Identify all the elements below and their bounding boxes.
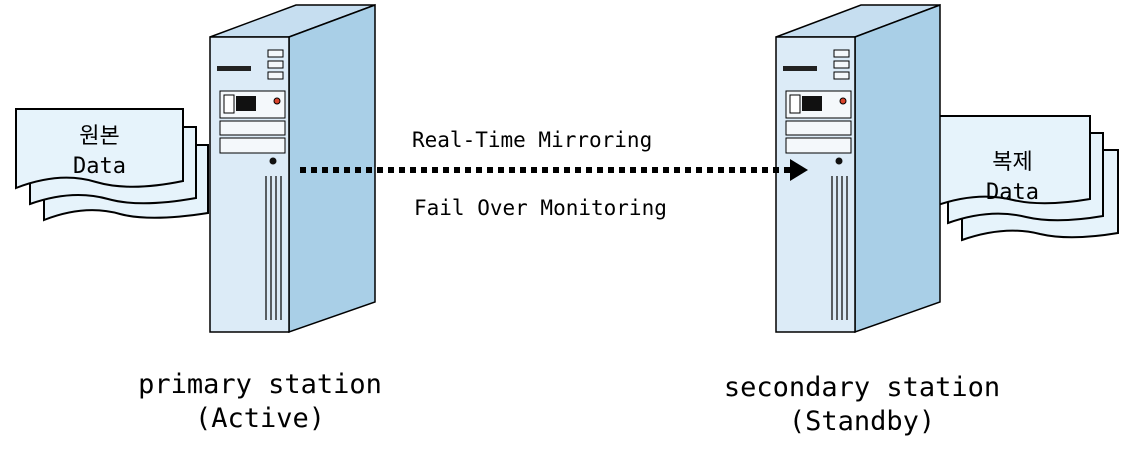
secondary-bay-panel-1 (785, 120, 852, 136)
primary-data-label-line1: 원본 (79, 124, 120, 149)
secondary-brand-logo (783, 66, 817, 71)
primary-power-led (273, 97, 281, 105)
secondary-tower-side (854, 3, 941, 334)
secondary-tower-front (775, 36, 856, 333)
primary-station-state: (Active) (194, 403, 326, 434)
primary-top-bay-1 (267, 49, 284, 58)
secondary-data-label: 복제 Data (935, 148, 1090, 208)
secondary-bay-panel-2 (785, 137, 852, 154)
primary-bay-panel-2 (219, 137, 286, 154)
primary-tower-front (209, 36, 290, 333)
primary-power-button (269, 157, 277, 165)
secondary-drive-inset (789, 94, 801, 114)
primary-drive-inset (223, 94, 235, 114)
real-time-mirroring-label: Real-Time Mirroring (412, 128, 653, 152)
primary-brand-logo (217, 66, 251, 71)
secondary-top-bay-3 (833, 71, 850, 80)
secondary-server-tower (775, 3, 941, 334)
secondary-station-label: secondary station (Standby) (684, 371, 1040, 439)
primary-doc-sheet-front (15, 108, 184, 190)
primary-ventilation-grille (265, 176, 282, 320)
primary-top-bay-2 (267, 60, 284, 69)
primary-station-name: primary station (138, 369, 382, 400)
secondary-station-state: (Standby) (788, 406, 936, 437)
mirroring-arrow-head (790, 159, 808, 181)
secondary-ventilation-grille (831, 176, 848, 320)
secondary-doc-sheet-front (934, 115, 1091, 208)
secondary-drive-slot (802, 96, 822, 111)
primary-data-label-line2: Data (73, 154, 126, 179)
secondary-power-led (839, 97, 847, 105)
primary-drive-slot (236, 96, 256, 111)
secondary-data-label-line1: 복제 (992, 150, 1033, 175)
mirroring-arrow (300, 159, 808, 181)
primary-server-tower (209, 3, 376, 334)
primary-top-bay-3 (267, 71, 284, 80)
fail-over-monitoring-label: Fail Over Monitoring (414, 196, 667, 220)
secondary-station-name: secondary station (723, 372, 1001, 403)
primary-data-document-stack (15, 108, 209, 222)
secondary-data-document-stack (934, 115, 1119, 242)
primary-bay-panel-1 (219, 120, 286, 136)
secondary-top-bay-2 (833, 60, 850, 69)
secondary-power-button (835, 157, 843, 165)
secondary-top-bay-1 (833, 49, 850, 58)
primary-data-label: 원본 Data (16, 122, 183, 182)
secondary-data-label-line2: Data (986, 180, 1039, 205)
primary-station-label: primary station (Active) (100, 368, 420, 436)
